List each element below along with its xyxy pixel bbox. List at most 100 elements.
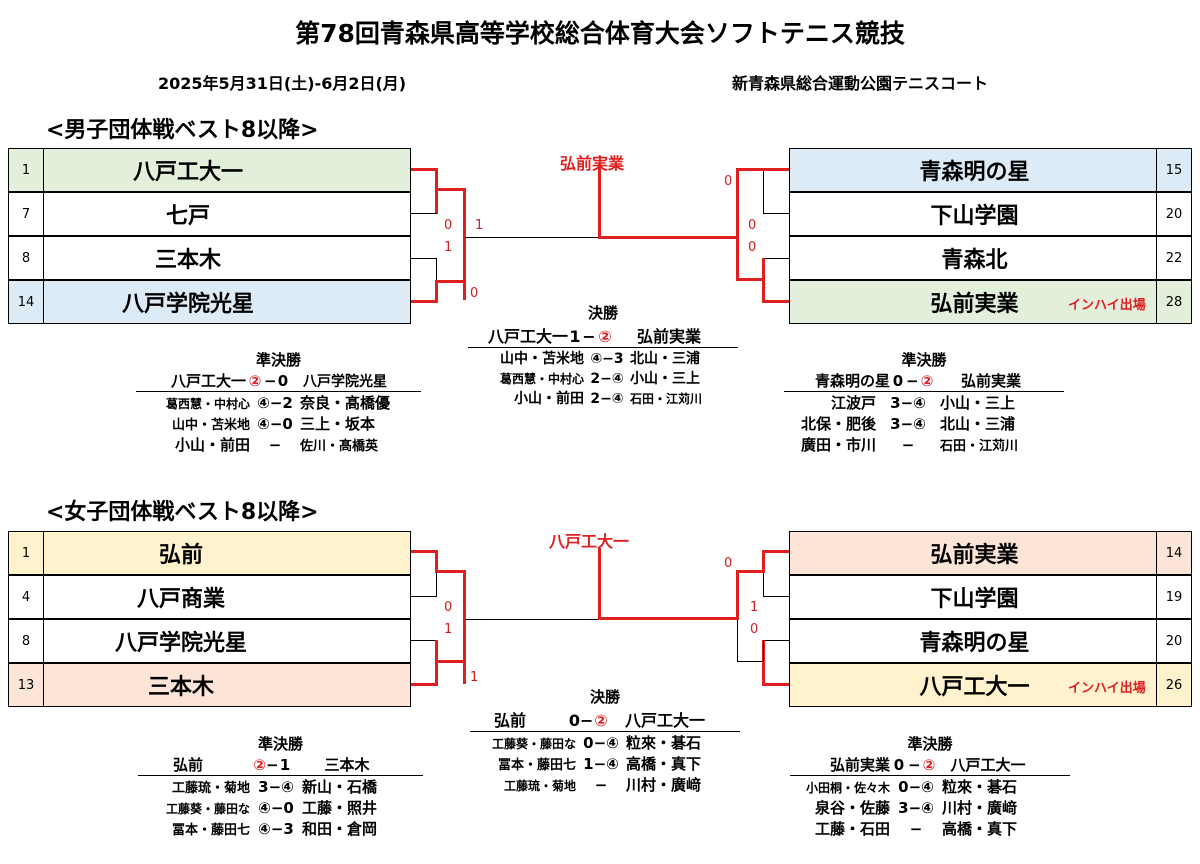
- pair-right: 三上・坂本: [300, 415, 376, 433]
- pair-left: 葛西慧・中村心: [499, 372, 584, 386]
- bracket-line: [763, 168, 764, 214]
- pair-result-row: 工藤琉・菊地 3−④ 新山・石橋: [138, 776, 423, 797]
- seed-number: 14: [1156, 532, 1191, 574]
- team1-score: 1: [569, 327, 581, 346]
- bracket-line: [763, 640, 764, 662]
- seed-number: 8: [9, 620, 44, 662]
- pair-score: ④−3: [258, 820, 294, 838]
- team-name: 青森明の星: [919, 160, 1030, 185]
- bracket-line: [598, 548, 601, 620]
- bracket-line: [598, 617, 739, 620]
- pair-right: 川村・廣﨑: [626, 776, 702, 794]
- pair-left: 小田桐・佐々木: [805, 781, 890, 795]
- pair-right: 和田・倉岡: [302, 820, 378, 838]
- bracket-line: [736, 168, 739, 280]
- semi-label: 準決勝: [901, 351, 947, 369]
- bracket-line: [736, 570, 739, 620]
- pair-left: 小山・前田: [174, 436, 250, 454]
- pair-result-row: 北保・肥後 3−④ 北山・三浦: [784, 413, 1064, 434]
- boys-section-heading: <男子団体戦ベスト8以降>: [46, 118, 319, 143]
- match-score: 1: [475, 218, 484, 233]
- semi-match-row: 弘前 ② − 1 三本木: [138, 754, 423, 776]
- score-dash: −: [580, 711, 594, 730]
- score-dash: −: [908, 756, 921, 774]
- pair-result-row: 工藤葵・藤田な 0−④ 粒來・碁石: [470, 732, 740, 753]
- bracket-line: [736, 570, 765, 573]
- pair-left: 北保・肥後: [800, 415, 876, 433]
- match-score: 1: [444, 240, 453, 255]
- team1-name: 八戸工大一: [170, 372, 246, 390]
- team2-name: 弘前実業: [960, 372, 1021, 390]
- bracket-line: [411, 683, 438, 686]
- final-match-row: 弘前 0 − ② 八戸工大一: [470, 707, 740, 732]
- pair-right: 石田・江苅川: [940, 439, 1019, 454]
- girls-right-team-row: 弘前実業 14: [789, 531, 1192, 575]
- team1-name: 弘前: [172, 756, 203, 774]
- pair-result-row: 工藤・石田 − 高橋・真下: [790, 818, 1070, 839]
- pair-score: 3−④: [258, 778, 294, 796]
- pair-score: 0−④: [583, 734, 619, 752]
- team1-score: 0: [568, 711, 580, 730]
- team-name: 弘前実業: [930, 543, 1019, 568]
- bracket-line: [465, 237, 600, 238]
- bracket-line: [762, 168, 789, 171]
- semi-match-row: 弘前実業 0 − ② 八戸工大一: [790, 754, 1070, 776]
- bracket-line: [598, 164, 601, 239]
- team2-score: 1: [279, 756, 291, 774]
- pair-left: 小山・前田: [514, 391, 584, 407]
- semi-label: 準決勝: [257, 735, 303, 753]
- bracket-line: [763, 573, 764, 597]
- team-name: 八戸学院光星: [121, 292, 254, 317]
- bracket-line: [411, 213, 437, 214]
- team-name: 八戸工大一: [132, 160, 243, 185]
- pair-score: ④−3: [590, 351, 624, 367]
- boys-right-team-row: 弘前実業 インハイ出場 28: [789, 280, 1192, 324]
- pair-left: 工藤葵・藤田な: [491, 737, 576, 751]
- team2-name: 三本木: [324, 756, 370, 774]
- bracket-line: [436, 188, 466, 191]
- team-name: 青森明の星: [919, 631, 1030, 656]
- pair-left: 工藤葵・藤田な: [165, 802, 250, 816]
- pair-score: −: [909, 820, 923, 838]
- pair-result-row: 山中・苫米地 ④−3 北山・三浦: [468, 348, 738, 368]
- pair-right: 佐川・髙橋英: [300, 439, 379, 454]
- seed-number: 4: [9, 576, 44, 618]
- pair-result-row: 小田桐・佐々木 0−④ 粒來・碁石: [790, 776, 1070, 797]
- match-score: 0: [724, 556, 733, 571]
- match-score: 0: [750, 622, 759, 637]
- bracket-line: [763, 213, 789, 214]
- final-match-row: 八戸工大一 1 − ② 弘前実業: [468, 323, 738, 348]
- pair-right: 石田・江苅川: [630, 392, 703, 406]
- bracket-line: [762, 300, 789, 303]
- girls-left-team-row: 1 弘前: [8, 531, 411, 575]
- bracket-line: [762, 550, 765, 573]
- bracket-line: [436, 570, 466, 573]
- team-name: 八戸学院光星: [114, 631, 247, 656]
- pair-result-row: 冨本・藤田七 1−④ 高橋・真下: [470, 753, 740, 774]
- pair-score: ④−0: [257, 415, 293, 433]
- bracket-line: [435, 550, 438, 573]
- final-label: 決勝: [587, 304, 618, 322]
- team1-name: 弘前実業: [829, 756, 890, 774]
- pair-left: 泉谷・佐藤: [814, 799, 890, 817]
- bracket-line: [463, 188, 466, 300]
- match-score: 1: [750, 600, 759, 615]
- girls-section-heading: <女子団体戦ベスト8以降>: [46, 500, 319, 525]
- girls-semi-right-table: 準決勝 弘前実業 0 − ② 八戸工大一 小田桐・佐々木 0−④ 粒來・碁石 泉…: [790, 733, 1070, 839]
- bracket-line: [411, 550, 438, 553]
- girls-champion-label: 八戸工大一: [549, 532, 630, 551]
- pair-left: 冨本・藤田七: [171, 823, 250, 838]
- team-name: 八戸工大一: [919, 675, 1030, 700]
- score-dash: −: [264, 372, 277, 390]
- pair-left: 山中・苫米地: [500, 351, 584, 367]
- pair-right: 北山・三浦: [630, 351, 700, 367]
- boys-semi-left-table: 準決勝 八戸工大一 ② − 0 八戸学院光星 葛西慧・中村心 ④−2 奈良・髙橋…: [136, 349, 421, 455]
- pair-left: 山中・苫米地: [171, 418, 250, 433]
- pair-result-row: 小山・前田 2−④ 石田・江苅川: [468, 388, 738, 408]
- team2-name: 弘前実業: [636, 327, 701, 346]
- bracket-line: [763, 596, 789, 597]
- bracket-line: [762, 640, 765, 686]
- girls-semi-left-table: 準決勝 弘前 ② − 1 三本木 工藤琉・菊地 3−④ 新山・石橋 工藤葵・藤田…: [138, 733, 423, 839]
- pair-right: 粒來・碁石: [626, 734, 702, 752]
- team2-score: ②: [598, 327, 612, 346]
